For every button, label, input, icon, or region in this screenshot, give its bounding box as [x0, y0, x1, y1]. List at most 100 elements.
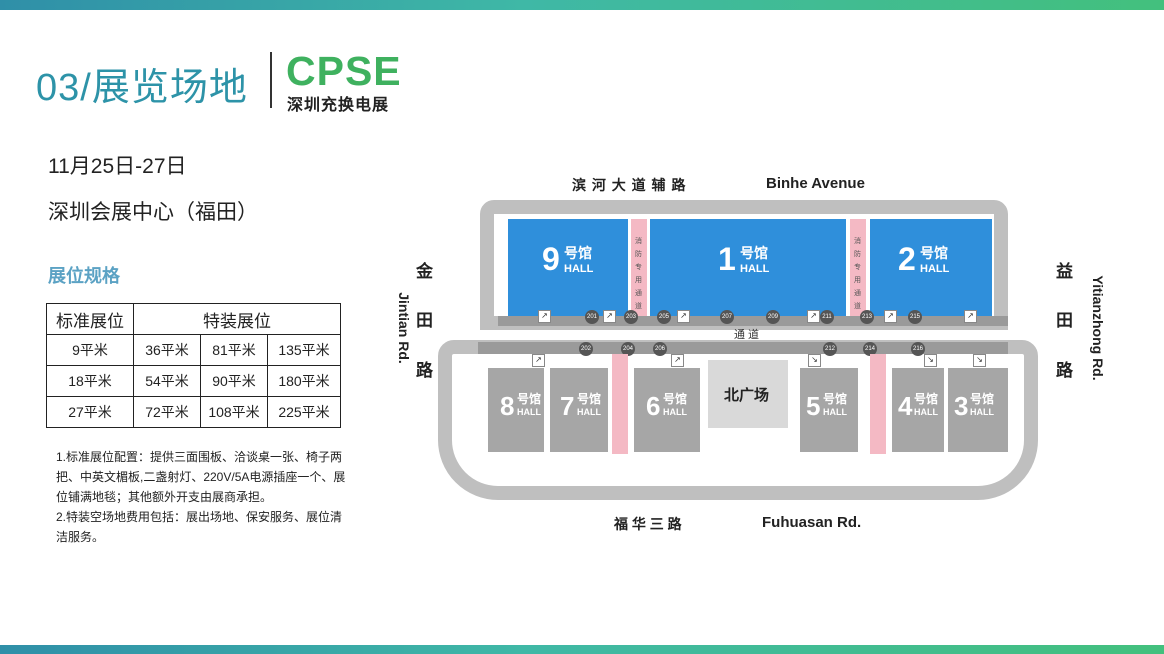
table-cell: 27平米: [46, 396, 134, 428]
event-date: 11月25日-27日: [48, 155, 187, 178]
hall-7[interactable]: 7 号馆 HALL: [550, 368, 608, 452]
gate-205[interactable]: 205: [657, 310, 671, 324]
venue-map: 滨 河 大 道 辅 路 Binhe Avenue 福 华 三 路 Fuhuasa…: [390, 160, 1110, 540]
table-cell: 9平米: [46, 334, 134, 366]
road-bottom-en: Fuhuasan Rd.: [762, 514, 862, 531]
hall-label-en: HALL: [970, 407, 994, 417]
hall-6[interactable]: 6 号馆 HALL: [634, 368, 700, 452]
hall-label-cn: 号馆: [564, 245, 592, 261]
hall-label-cn: 号馆: [663, 392, 688, 406]
north-plaza[interactable]: 北广场: [708, 360, 788, 428]
road-right-char: 益: [1056, 262, 1073, 281]
table-row: 9平米 36平米 81平米 135平米: [46, 334, 341, 366]
hall-label-cn: 号馆: [970, 392, 995, 406]
hall-label-en: HALL: [823, 407, 847, 417]
entrance-icon: ↗: [964, 310, 977, 323]
hall-number: 2: [898, 241, 916, 277]
table-cell: 108平米: [200, 396, 268, 428]
hall-4[interactable]: 4 号馆 HALL: [892, 368, 944, 452]
hall-label-en: HALL: [517, 407, 541, 417]
bottom-accent-bar: [0, 645, 1164, 654]
hall-3[interactable]: 3 号馆 HALL: [948, 368, 1008, 452]
table-cell: 54平米: [133, 365, 201, 397]
hall-label-en: HALL: [577, 407, 601, 417]
hall-label-cn: 号馆: [914, 392, 939, 406]
booth-spec-table: 标准展位 特装展位 9平米 36平米 81平米 135平米 18平米 54平米 …: [46, 303, 341, 428]
page-title: 03/展览场地: [36, 67, 248, 109]
road-left-char: 路: [416, 361, 433, 380]
table-header-row: 标准展位 特装展位: [46, 303, 341, 335]
hall-5[interactable]: 5 号馆 HALL: [800, 368, 858, 452]
table-cell: 72平米: [133, 396, 201, 428]
fire-lane-right: 消防专用通道: [850, 219, 866, 316]
fire-lane-lower-left: [612, 354, 628, 454]
gate-211[interactable]: 211: [820, 310, 834, 324]
gate-202[interactable]: 202: [579, 342, 593, 356]
hall-2[interactable]: 2 号馆 HALL: [870, 219, 992, 316]
gate-203[interactable]: 203: [624, 310, 638, 324]
hall-number: 7: [560, 391, 575, 421]
hall-label-en: HALL: [564, 263, 594, 275]
entrance-icon: ↗: [538, 310, 551, 323]
hall-label-cn: 号馆: [517, 392, 542, 406]
road-left-char: 田: [416, 311, 433, 330]
cpse-logo-subtitle: 深圳充换电展: [287, 97, 390, 114]
gate-206[interactable]: 206: [653, 342, 667, 356]
corridor-label: 通 道: [734, 329, 760, 341]
gate-201[interactable]: 201: [585, 310, 599, 324]
table-cell: 18平米: [46, 365, 134, 397]
entrance-icon: ↘: [924, 354, 937, 367]
road-top-en: Binhe Avenue: [766, 175, 865, 192]
entrance-icon: ↗: [603, 310, 616, 323]
table-row: 18平米 54平米 90平米 180平米: [46, 365, 341, 397]
hall-number: 6: [646, 391, 661, 421]
gate-216[interactable]: 216: [911, 342, 925, 356]
gate-214[interactable]: 214: [863, 342, 877, 356]
cpse-logo: CPSE: [286, 48, 402, 94]
gate-213[interactable]: 213: [860, 310, 874, 324]
road-top-cn: 滨 河 大 道 辅 路: [572, 177, 687, 193]
plaza-label: 北广场: [724, 387, 770, 404]
road-bottom-cn: 福 华 三 路: [614, 516, 682, 532]
note-special: 2.特装空场地费用包括：展出场地、保安服务、展位清洁服务。: [56, 510, 343, 544]
gate-209[interactable]: 209: [766, 310, 780, 324]
table-cell: 225平米: [267, 396, 341, 428]
title-divider: [270, 52, 272, 108]
road-left-en: Jintian Rd.: [396, 292, 412, 364]
hall-label-cn: 号馆: [577, 392, 602, 406]
fire-lane-label: 消防专用通道: [854, 238, 861, 310]
entrance-icon: ↗: [532, 354, 545, 367]
road-right-char: 田: [1056, 311, 1073, 330]
road-right-en: Yitianzhong Rd.: [1090, 275, 1106, 381]
hall-label-en: HALL: [920, 263, 950, 275]
hall-label-cn: 号馆: [823, 392, 848, 406]
entrance-icon: ↗: [671, 354, 684, 367]
gate-215[interactable]: 215: [908, 310, 922, 324]
hall-9[interactable]: 9 号馆 HALL: [508, 219, 628, 316]
corridor-lower: [478, 342, 1008, 354]
top-accent-bar: [0, 0, 1164, 10]
hall-8[interactable]: 8 号馆 HALL: [488, 368, 544, 452]
hall-number: 1: [718, 241, 736, 277]
fire-lane-label: 消防专用通道: [635, 238, 642, 310]
booth-spec-title: 展位规格: [48, 266, 120, 286]
entrance-icon: ↗: [807, 310, 820, 323]
hall-label-en: HALL: [663, 407, 687, 417]
corridor: [498, 316, 1008, 326]
entrance-icon: ↗: [884, 310, 897, 323]
road-right-char: 路: [1056, 361, 1073, 380]
booth-notes: 1.标准展位配置：提供三面围板、洽谈桌一张、椅子两把、中英文楣板,二盏射灯、22…: [56, 447, 346, 547]
gate-207[interactable]: 207: [720, 310, 734, 324]
note-standard: 1.标准展位配置：提供三面围板、洽谈桌一张、椅子两把、中英文楣板,二盏射灯、22…: [56, 450, 346, 504]
hall-number: 5: [806, 391, 821, 421]
hall-number: 9: [542, 241, 560, 277]
gate-212[interactable]: 212: [823, 342, 837, 356]
hall-1[interactable]: 1 号馆 HALL: [650, 219, 846, 316]
hall-number: 4: [898, 391, 913, 421]
entrance-icon: ↗: [677, 310, 690, 323]
table-row: 27平米 72平米 108平米 225平米: [46, 396, 341, 428]
table-cell: 90平米: [200, 365, 268, 397]
header-special: 特装展位: [133, 303, 341, 335]
gate-204[interactable]: 204: [621, 342, 635, 356]
table-cell: 36平米: [133, 334, 201, 366]
